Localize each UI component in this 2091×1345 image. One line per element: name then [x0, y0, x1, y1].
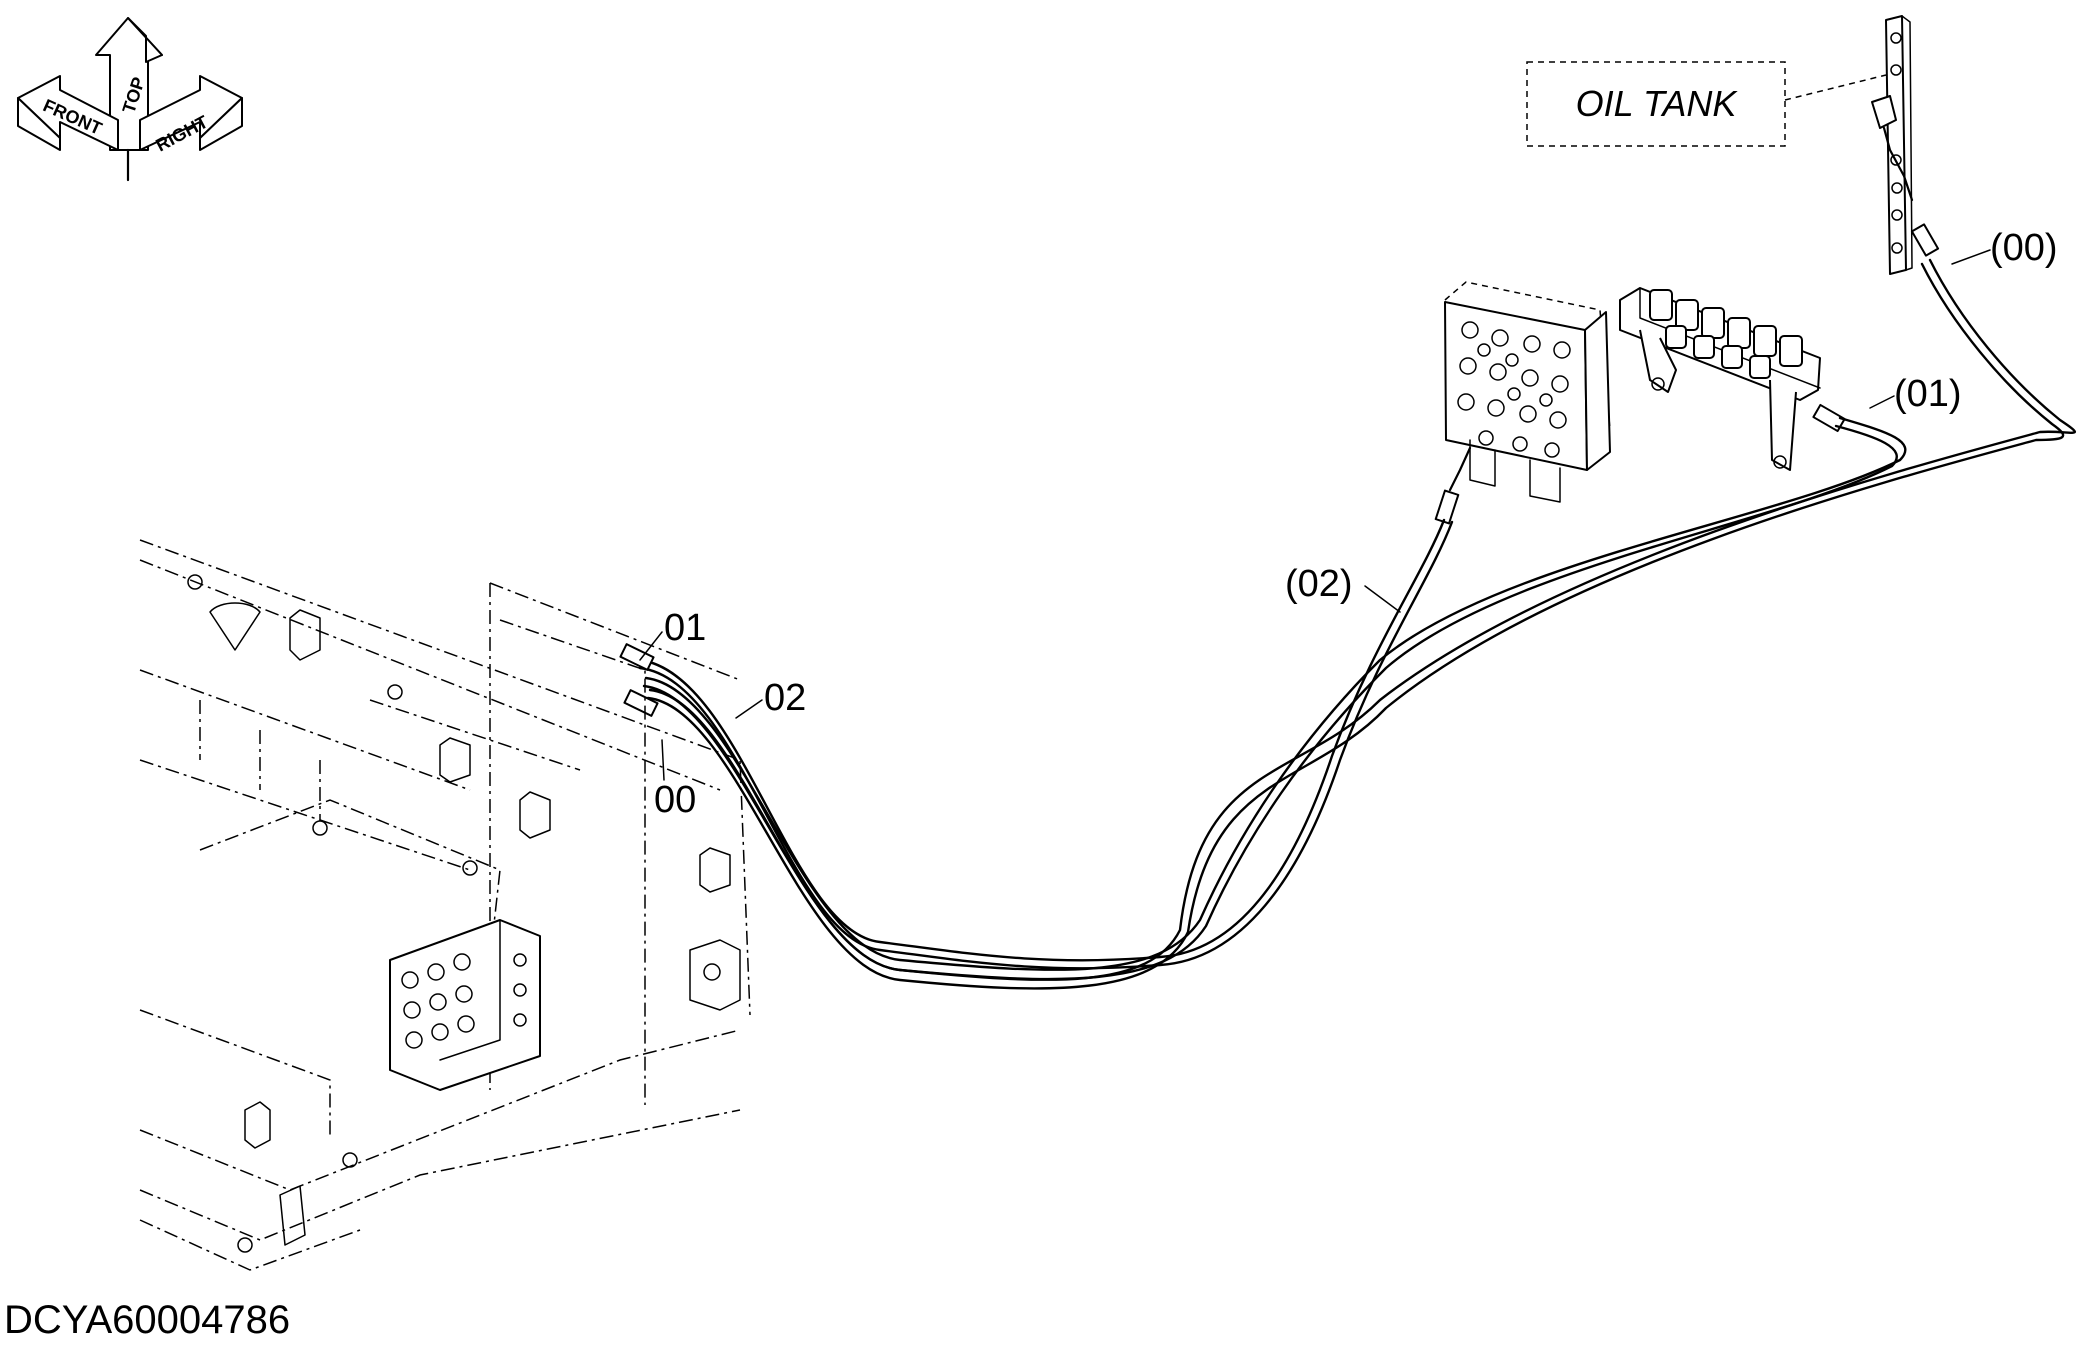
tank-port-plate — [1871, 15, 1940, 275]
callout-00-paren: (00) — [1990, 227, 2058, 269]
valve-port-cluster — [1457, 321, 1571, 458]
hose-01 — [644, 416, 1907, 971]
chassis-frame — [139, 539, 751, 1271]
callout-00: 00 — [654, 779, 696, 821]
hose-00 — [648, 258, 2076, 981]
callouts: (00) (01) (02) 01 02 00 — [639, 227, 2058, 821]
callout-01: 01 — [664, 607, 706, 649]
oil-tank-reference: OIL TANK — [1526, 61, 1887, 147]
callout-01-paren: (01) — [1894, 373, 1962, 415]
hose-02 — [638, 520, 1454, 970]
oil-tank-label: OIL TANK — [1576, 83, 1739, 124]
manifold-fittings — [1649, 289, 1803, 379]
drawing-code: DCYA60004786 — [4, 1298, 290, 1342]
control-valve-assembly — [389, 919, 541, 1091]
callout-02-paren: (02) — [1285, 563, 1353, 605]
orientation-indicator: FRONT TOP RIGHT — [17, 17, 243, 182]
pilot-valve-block — [1434, 281, 1611, 525]
manifold-bracket — [1619, 287, 1846, 471]
callout-02: 02 — [764, 677, 806, 719]
hose-bundle — [619, 258, 2076, 990]
oil-tank-label-box — [1526, 61, 1786, 147]
